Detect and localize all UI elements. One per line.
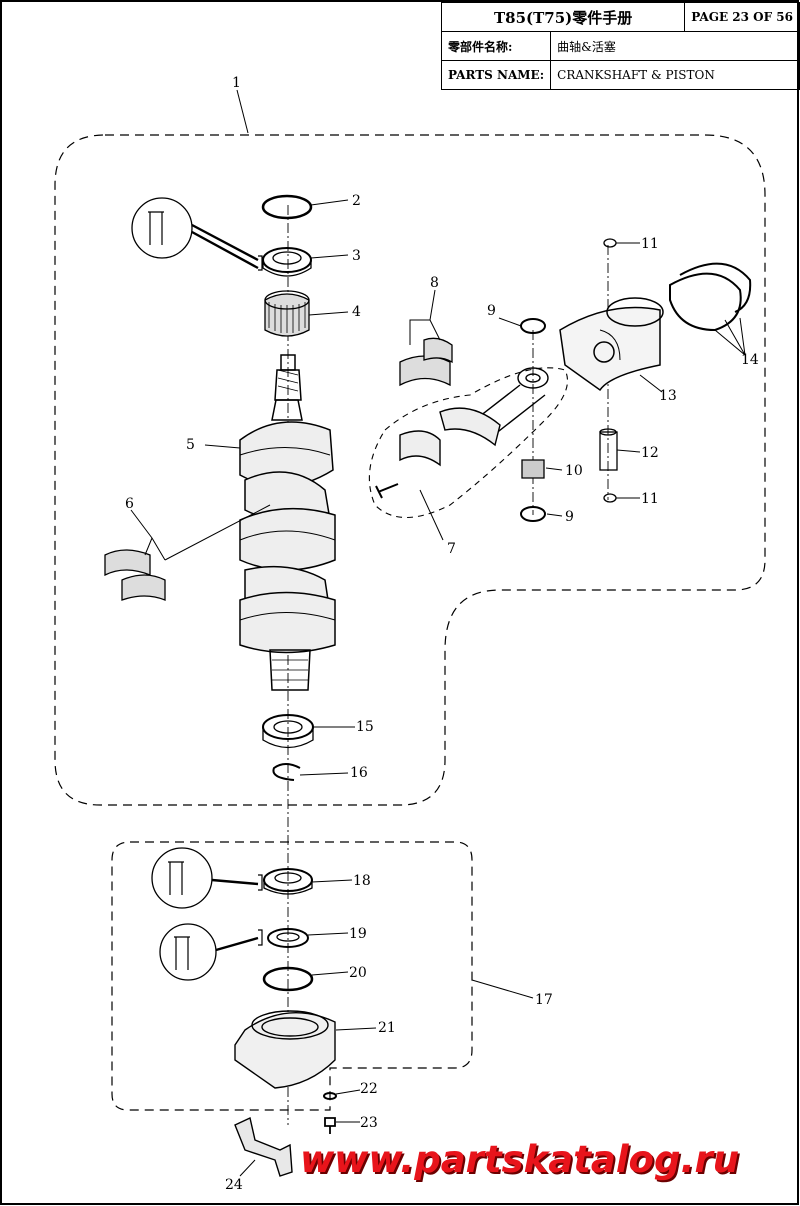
callout-16: 16 [350, 765, 368, 781]
piston-drawing [559, 297, 664, 392]
crankshaft-drawing [239, 354, 336, 691]
watermark-link: www.partskatalog.ru [300, 1138, 740, 1181]
title-block: T85(T75)零件手册 PAGE 23 OF 56 零部件名称: 曲轴&活塞 … [440, 2, 800, 90]
callout-9-top: 9 [487, 303, 496, 319]
callout-14: 14 [741, 352, 759, 368]
callout-9-bottom: 9 [565, 509, 574, 525]
manual-title: T85(T75)零件手册 [440, 2, 686, 32]
callout-22: 22 [360, 1081, 378, 1097]
callout-2: 2 [352, 193, 361, 209]
callout-3: 3 [352, 248, 361, 264]
callout-15: 15 [356, 719, 374, 735]
callout-7: 7 [447, 541, 456, 557]
callout-5: 5 [186, 437, 195, 453]
callout-17: 17 [535, 992, 553, 1008]
page-number: PAGE 23 OF 56 [684, 2, 800, 32]
part-name-en-value: CRANKSHAFT & PISTON [550, 60, 800, 90]
callout-4: 4 [352, 304, 361, 320]
connecting-rod-drawing [375, 367, 549, 499]
callout-20: 20 [349, 965, 367, 981]
callout-1: 1 [232, 75, 241, 91]
callout-13: 13 [659, 388, 677, 404]
assembly-7-boundary [368, 367, 569, 519]
bearing-housing-drawing [234, 1010, 336, 1089]
leader-lines [130, 89, 746, 1177]
assembly-1-boundary [54, 134, 766, 806]
callout-19: 19 [349, 926, 367, 942]
callout-10: 10 [565, 463, 583, 479]
callout-21: 21 [378, 1020, 396, 1036]
assembly-17-boundary [111, 841, 473, 1111]
part-name-cn-value: 曲轴&活塞 [550, 31, 800, 61]
callout-11-bottom: 11 [641, 491, 659, 507]
callout-12: 12 [641, 445, 659, 461]
callout-24: 24 [225, 1177, 243, 1193]
part-name-en-label: PARTS NAME: [440, 60, 552, 90]
callout-23: 23 [360, 1115, 378, 1131]
callout-6: 6 [125, 496, 134, 512]
callout-11-top: 11 [641, 236, 659, 252]
callout-8: 8 [430, 275, 439, 291]
callout-18: 18 [353, 873, 371, 889]
